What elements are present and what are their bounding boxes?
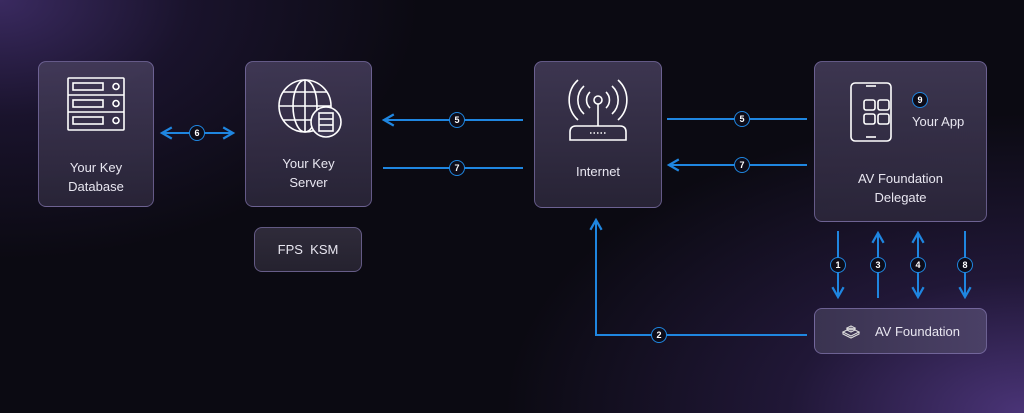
internet-node: Internet	[534, 61, 662, 208]
step-badge-9: 9	[912, 92, 928, 108]
step-badge-8: 8	[957, 257, 973, 273]
step-badge-2: 2	[651, 327, 667, 343]
step-badge-7-left: 7	[449, 160, 465, 176]
av-foundation-label: AV Foundation	[874, 323, 961, 339]
arrow-2	[589, 217, 807, 336]
internet-label: Internet	[575, 164, 621, 179]
key-database-node: Your Key Database	[38, 61, 154, 207]
cube-stack-icon	[841, 325, 861, 339]
step-badge-1: 1	[830, 257, 846, 273]
step-badge-7-right: 7	[734, 157, 750, 173]
key-server-node: Your Key Server	[245, 61, 372, 207]
globe-server-icon	[277, 79, 342, 138]
step-badge-4: 4	[910, 257, 926, 273]
your-app-label: Your App	[912, 114, 965, 129]
fps-ksm-label: FPS KSM	[277, 242, 339, 257]
av-foundation-delegate-label: AV Foundation Delegate	[857, 171, 944, 205]
key-server-label: Your Key Server	[282, 156, 335, 190]
router-icon	[568, 79, 628, 141]
fps-ksm-node: FPS KSM	[254, 227, 362, 272]
phone-app-icon	[850, 82, 892, 142]
step-badge-5-right: 5	[734, 111, 750, 127]
av-foundation-node: AV Foundation	[814, 308, 987, 354]
step-badge-6: 6	[189, 125, 205, 141]
app-delegate-node: Your App AV Foundation Delegate	[814, 61, 987, 222]
step-badge-5-left: 5	[449, 112, 465, 128]
key-database-label: Your Key Database	[68, 160, 124, 194]
step-badge-3: 3	[870, 257, 886, 273]
server-rack-icon	[67, 77, 125, 131]
